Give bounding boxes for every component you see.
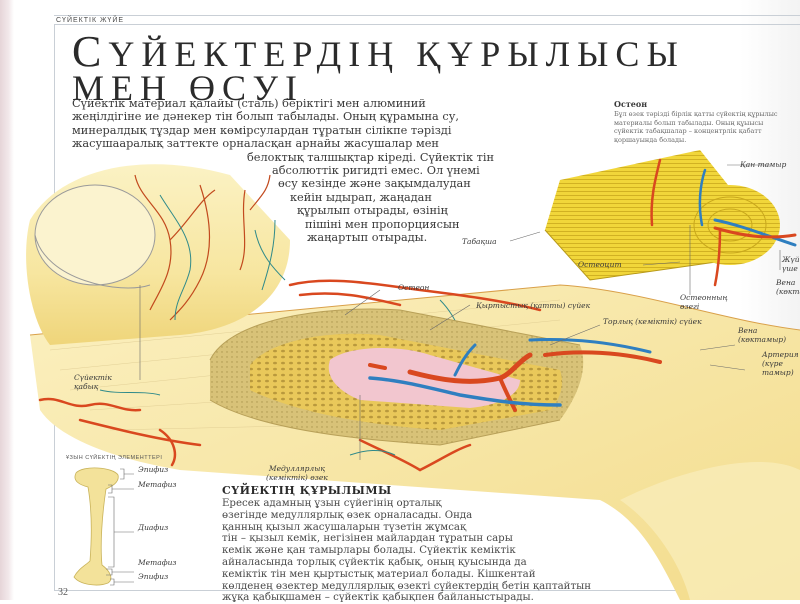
- label-artery: Артерия (күре тамыр): [762, 350, 799, 377]
- label-epiphysis-bottom: Эпифиз: [138, 572, 169, 581]
- label-medullary-cavity: Медуллярлық (кеміктік) өзек: [266, 464, 328, 482]
- page-title-line2: МЕН ӨСУІ: [72, 68, 305, 108]
- title-initial: С: [72, 27, 109, 76]
- structure-line: жұқа қабықшамен – сүйектік қабықпен байл…: [222, 592, 534, 604]
- label-artery-line2: (күре: [762, 359, 783, 368]
- label-nerve-line1: Жүйке: [782, 255, 800, 264]
- intro-line: жасушааралық заттекте орналасқан арнайы …: [72, 137, 439, 151]
- structure-line: кемік және қан тамырлары болады. Сүйекті…: [222, 545, 516, 557]
- label-artery-line1: Артерия: [762, 350, 799, 359]
- osteon-caption: Остеон Бұл өзек тәріздi бірлік қатты сүй…: [614, 100, 800, 144]
- label-osteon-canal-line1: Остеонның: [680, 293, 728, 302]
- label-nerve-line2: үше: [782, 264, 798, 273]
- label-osteon-canal-line2: өзегі: [680, 302, 700, 311]
- intro-line: жаңартып отырады.: [307, 231, 428, 245]
- label-osteon: Остеон: [398, 283, 430, 292]
- label-medullary-line2: (кеміктік) өзек: [266, 473, 328, 482]
- periosteum-flap: [26, 164, 290, 345]
- page-title: СҮЙЕКТЕРДІҢ ҚҰРЫЛЫСЫ: [72, 30, 685, 74]
- label-vein-line2: (көктамыр): [738, 335, 787, 344]
- label-vein-osteon-line1: Вена: [776, 278, 796, 287]
- label-periosteum-line1: Сүйектік: [74, 373, 112, 382]
- label-spongy-bone: Торлық (кеміктік) сүйек: [603, 317, 702, 326]
- osteon-caption-line: сүйектік табақшалар – концентрлік қабатт: [614, 127, 762, 136]
- structure-paragraph: Ересек адамның ұзын сүйегінің орталық өз…: [222, 498, 662, 604]
- marrow-vessels: [368, 338, 662, 412]
- structure-line: тін – қызыл кемік, негізінен майлардан т…: [222, 533, 513, 545]
- label-blood-vessel: Қан тамыр: [740, 160, 787, 169]
- label-metaphysis-bottom: Метафиз: [138, 558, 177, 567]
- intro-line: Сүйектік материал қалайы (сталь) берікті…: [72, 97, 426, 110]
- intro-line: өсу кезінде және зақымдалудан: [278, 177, 471, 191]
- label-lamella: Табақша: [462, 237, 497, 246]
- leader-lines: [139, 164, 781, 460]
- long-bone-figure: [73, 467, 134, 586]
- osteon-block: [544, 150, 797, 287]
- section-tag: СҮЙЕКТІК ЖҮЙЕ: [56, 17, 125, 24]
- title-line1: ҮЙЕКТЕРДІҢ ҚҰРЫЛЫСЫ: [108, 34, 685, 74]
- intro-line: белоктық талшықтар кіреді. Сүйектік тін: [247, 150, 495, 164]
- top-rule-lower: [54, 24, 800, 25]
- label-vein: Вена (көктамыр): [738, 326, 786, 344]
- label-vein-osteon-line2: (көктамыр): [776, 287, 800, 296]
- structure-line: кеміктік тін мен қыртыстық материал бола…: [222, 568, 536, 580]
- intro-line: кейін ыдырап, жаңадан: [290, 190, 432, 204]
- label-osteon-canal: Остеонның өзегі: [680, 293, 728, 311]
- label-vein-line1: Вена: [738, 326, 758, 335]
- label-vein-osteon: Вена (көктамыр): [776, 278, 800, 296]
- label-periosteum: Сүйектік қабық: [74, 373, 112, 391]
- intro-line: пішіні мен пропорциясын: [305, 217, 460, 231]
- osteon-caption-line: Бұл өзек тәріздi бірлік қатты сүйектің қ…: [614, 110, 778, 119]
- humerus-bone: [73, 467, 119, 586]
- structure-line: Ересек адамның ұзын сүйегінің орталық: [222, 498, 442, 509]
- long-bone-elements-panel: ҰЗЫН СҮЙЕКТІҢ ЭЛЕМЕНТТЕРІ Эпифиз Метафиз…: [58, 455, 208, 587]
- osteon-caption-line: материалы болып табылады. Оның құыысы: [614, 118, 764, 127]
- long-bone-caption: ҰЗЫН СҮЙЕКТІҢ ЭЛЕМЕНТТЕРІ: [66, 455, 163, 461]
- label-nerve: Жүйке үше: [782, 255, 800, 273]
- structure-line: өзегінде медуллярлық өзек орналасады. Он…: [222, 509, 473, 521]
- osteon-caption-line: қоршауында болады.: [614, 135, 687, 144]
- label-periosteum-line2: қабық: [74, 382, 99, 391]
- top-rule: [54, 15, 800, 16]
- intro-line: жеңілдігіне ие дәнекер тін болып табылад…: [72, 110, 459, 124]
- label-epiphysis-top: Эпифиз: [138, 465, 169, 474]
- intro-line: минералдық тұздар мен көмірсулардан тұра…: [72, 123, 452, 137]
- page-number: 32: [58, 587, 68, 598]
- structure-line: көлденең өзектер медуллярлық өзекті сүйе…: [222, 580, 591, 592]
- intro-line: құрылып отырады, өзінің: [297, 204, 448, 218]
- bottom-rule: [54, 590, 800, 591]
- label-medullary-line1: Медуллярлық: [268, 464, 325, 473]
- label-osteocyte: Остеоцит: [578, 260, 622, 269]
- surface-arteries: [38, 279, 542, 472]
- structure-line: айналасында торлық сүйектік қабық, оның …: [222, 556, 527, 568]
- intro-paragraph: Сүйектік материал қалайы (сталь) берікті…: [72, 97, 552, 244]
- label-metaphysis-top: Метафиз: [138, 480, 177, 489]
- label-artery-line3: тамыр): [762, 368, 794, 377]
- structure-line: қанның қызыл жасушаларын түзетін жұмсақ: [222, 521, 467, 533]
- label-compact-bone: Қыртыстық (қатты) сүйек: [476, 301, 591, 310]
- label-diaphysis: Диафиз: [138, 523, 169, 532]
- intro-line: абсолюттік ригидті емес. Ол үнемі: [272, 164, 480, 178]
- page-edge-shadow: [0, 0, 14, 600]
- structure-heading: СҮЙЕКТІҢ ҚҰРЫЛЫМЫ: [222, 484, 392, 497]
- osteon-caption-heading: Остеон: [614, 99, 648, 109]
